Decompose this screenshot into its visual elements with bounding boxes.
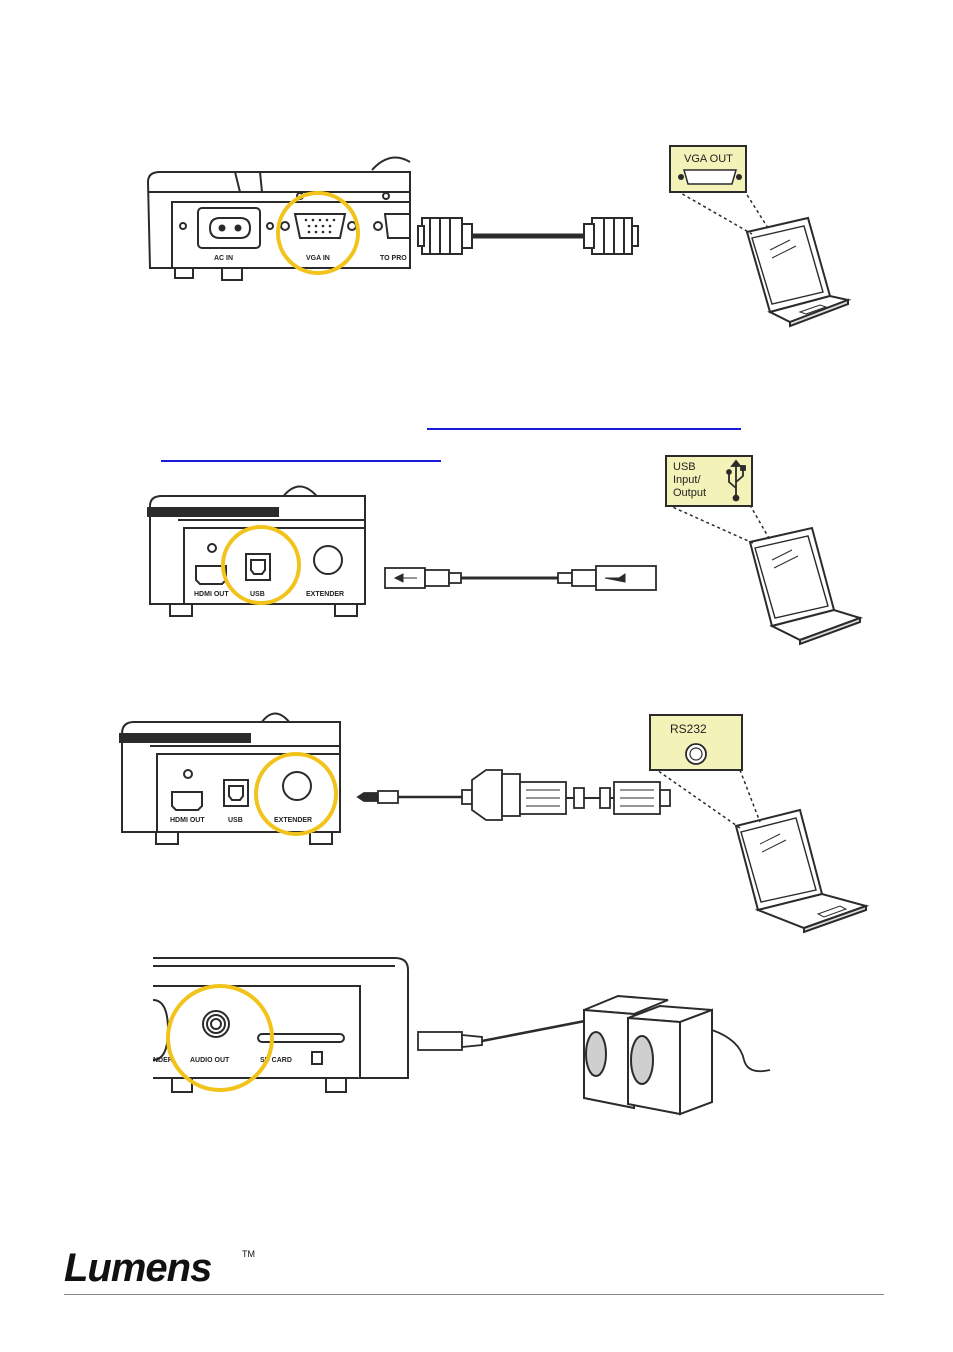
port-label-extender: EXTENDER <box>306 591 344 598</box>
rs232-tag: RS232 <box>649 714 743 771</box>
highlight-circle-extender <box>254 752 338 836</box>
usb-tag-line-1: USB <box>673 461 696 473</box>
highlight-circle-usb <box>221 525 301 605</box>
audio-cable <box>417 1018 591 1051</box>
speakers-icon <box>583 994 771 1116</box>
rs232-tag-label: RS232 <box>670 722 707 736</box>
device-rear-panel-usb <box>147 485 366 617</box>
port-label-ac-in: AC IN <box>214 255 233 262</box>
highlight-circle-audio-out <box>166 984 274 1092</box>
usb-cable <box>384 565 657 591</box>
port-label-hdmi-out-2: HDMI OUT <box>170 817 205 824</box>
port-label-nder: NDER <box>153 1057 173 1064</box>
port-label-audio-out: AUDIO OUT <box>190 1057 230 1064</box>
usb-trident-icon <box>726 459 746 502</box>
lumens-logo: Lumens <box>64 1246 212 1290</box>
vga-out-tag: VGA OUT <box>669 145 747 193</box>
device-rear-panel-rs232 <box>119 712 341 845</box>
vga-out-label: VGA OUT <box>684 153 733 165</box>
port-label-sd-card: SD CARD <box>260 1057 292 1064</box>
hyperlink-underline-2[interactable] <box>161 460 441 462</box>
audio-connection-diagram: NDER AUDIO OUT SD CARD <box>152 957 771 1116</box>
usb-tag-line-3: Output <box>673 487 706 499</box>
vga-connection-diagram: AC IN VGA IN TO PRO VGA OUT <box>146 145 852 328</box>
device-rear-panel-audio <box>152 957 409 1093</box>
port-label-vga-in: VGA IN <box>306 255 330 262</box>
highlight-circle-vga-in <box>276 191 360 275</box>
rs232-cable <box>356 769 671 821</box>
port-label-hdmi-out: HDMI OUT <box>194 591 229 598</box>
laptop-icon-usb <box>748 526 864 646</box>
usb-connection-diagram: HDMI OUT USB EXTENDER USB Input/ Output <box>147 455 864 646</box>
usb-tag: USB Input/ Output <box>665 455 753 507</box>
vga-cable <box>417 217 639 255</box>
footer-divider <box>64 1294 884 1295</box>
port-label-to-pro: TO PRO <box>380 255 407 262</box>
laptop-icon-rs232 <box>734 808 870 934</box>
hyperlink-underline-1[interactable] <box>427 428 741 430</box>
port-label-usb: USB <box>250 591 265 598</box>
trademark-symbol: TM <box>242 1249 255 1259</box>
laptop-icon-vga <box>745 216 852 328</box>
usb-tag-line-2: Input/ <box>673 474 701 486</box>
port-label-usb-2: USB <box>228 817 243 824</box>
rs232-connection-diagram: HDMI OUT USB EXTENDER RS232 <box>119 712 870 934</box>
port-label-extender-2: EXTENDER <box>274 817 312 824</box>
